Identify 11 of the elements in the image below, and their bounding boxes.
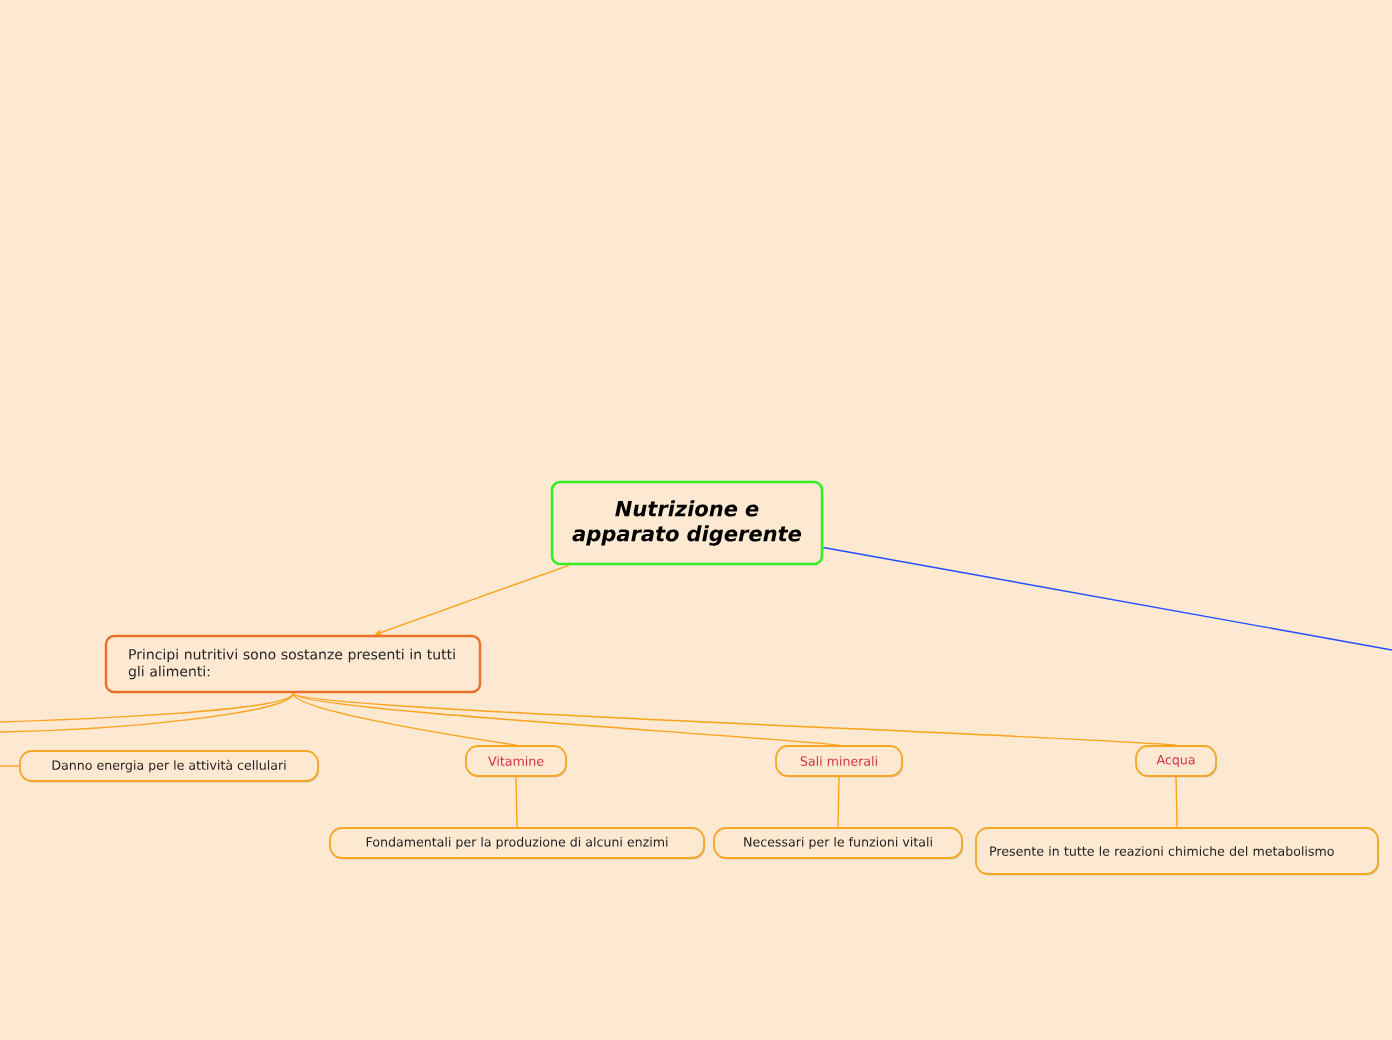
connector [1175, 776, 1178, 828]
connector [0, 765, 20, 767]
connector [837, 776, 840, 828]
connector [292, 692, 517, 746]
connector [822, 546, 1392, 651]
connector [0, 692, 294, 733]
connector [292, 692, 840, 746]
connector [0, 692, 294, 723]
connector [515, 776, 518, 828]
connector [292, 692, 1177, 746]
central-topic-box: Nutrizione e apparato digerente [550, 480, 824, 566]
